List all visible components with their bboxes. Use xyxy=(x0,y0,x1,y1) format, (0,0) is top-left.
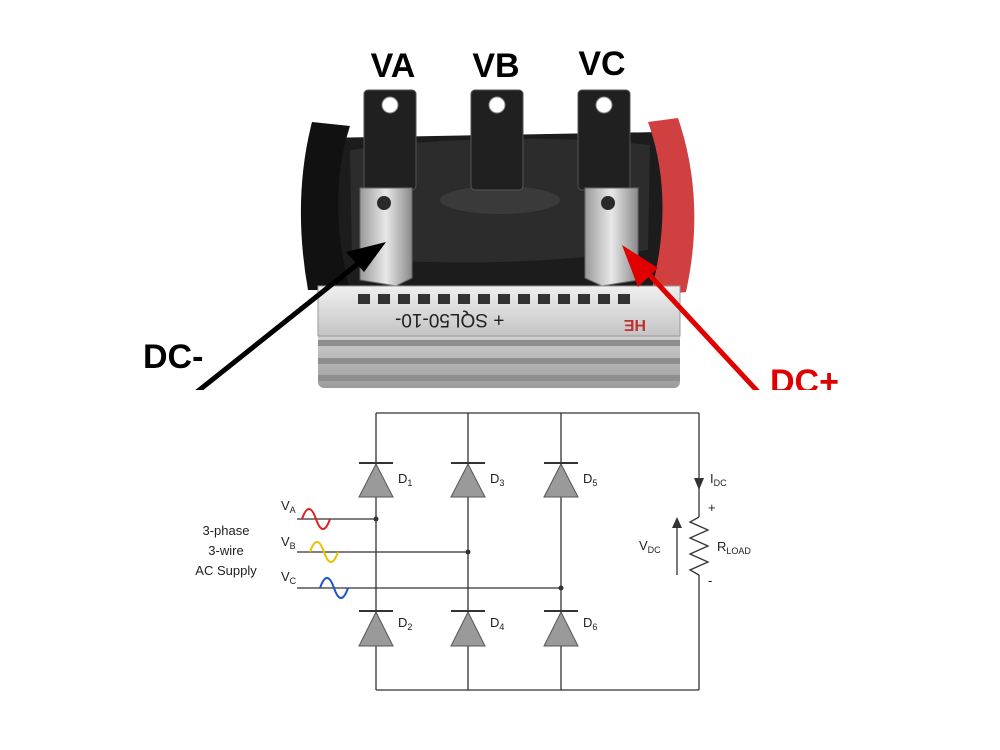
rectifier-module-photo: + SQL50-10- HE xyxy=(300,89,695,388)
dc-minus-arrow xyxy=(176,242,386,409)
ac-terminal-vc xyxy=(577,89,631,191)
diode-d4 xyxy=(450,610,486,647)
load-resistor xyxy=(688,516,710,576)
phase-b-wave-icon xyxy=(309,541,339,563)
diode-d2 xyxy=(358,610,394,647)
label-rload: RLOAD xyxy=(717,539,751,556)
label-d2: D2 xyxy=(398,615,412,632)
part-number: + SQL50-10- xyxy=(395,309,504,330)
supply-line-1: 3-phase xyxy=(203,523,250,538)
supply-line-2: 3-wire xyxy=(208,543,243,558)
right-end-cap xyxy=(648,118,695,296)
diode-d5 xyxy=(543,462,579,498)
label-phase-c: VC xyxy=(281,569,297,586)
label-phase-b: VB xyxy=(281,534,296,551)
maker-logo: HE xyxy=(623,316,646,333)
label-minus: - xyxy=(708,573,712,588)
dc-plus-terminal xyxy=(584,187,639,287)
dc-minus-label: DC- xyxy=(143,338,203,376)
label-phase-a: VA xyxy=(281,498,296,515)
label-idc: IDC xyxy=(710,471,727,488)
label-d3: D3 xyxy=(490,471,504,488)
label-d4: D4 xyxy=(490,615,504,632)
label-vb: VB xyxy=(472,47,519,85)
label-vdc: VDC xyxy=(639,538,661,555)
label-plus: + xyxy=(708,500,716,515)
ac-terminal-va xyxy=(363,89,417,191)
idc-arrow xyxy=(694,478,704,490)
label-d5: D5 xyxy=(583,471,597,488)
phase-c-wave-icon xyxy=(319,577,349,599)
chinese-maker-text xyxy=(358,294,630,304)
diode-d1 xyxy=(358,462,394,498)
label-d6: D6 xyxy=(583,615,597,632)
supply-line-3: AC Supply xyxy=(195,563,257,578)
label-d1: D1 xyxy=(398,471,412,488)
diode-d3 xyxy=(450,462,486,498)
label-vc: VC xyxy=(578,45,625,83)
vdc-arrow xyxy=(672,517,682,528)
ac-terminal-vb xyxy=(470,89,524,191)
front-label-strip: + SQL50-10- HE xyxy=(317,285,681,337)
rectifier-schematic: D1 D3 D5 D2 D4 D6 VA VB VC 3-phase 3-wir… xyxy=(128,390,873,730)
label-va: VA xyxy=(371,47,416,85)
diode-d6 xyxy=(543,610,579,647)
left-end-cap xyxy=(300,122,350,290)
phase-a-wave-icon xyxy=(301,508,331,530)
dc-minus-terminal xyxy=(359,187,413,287)
